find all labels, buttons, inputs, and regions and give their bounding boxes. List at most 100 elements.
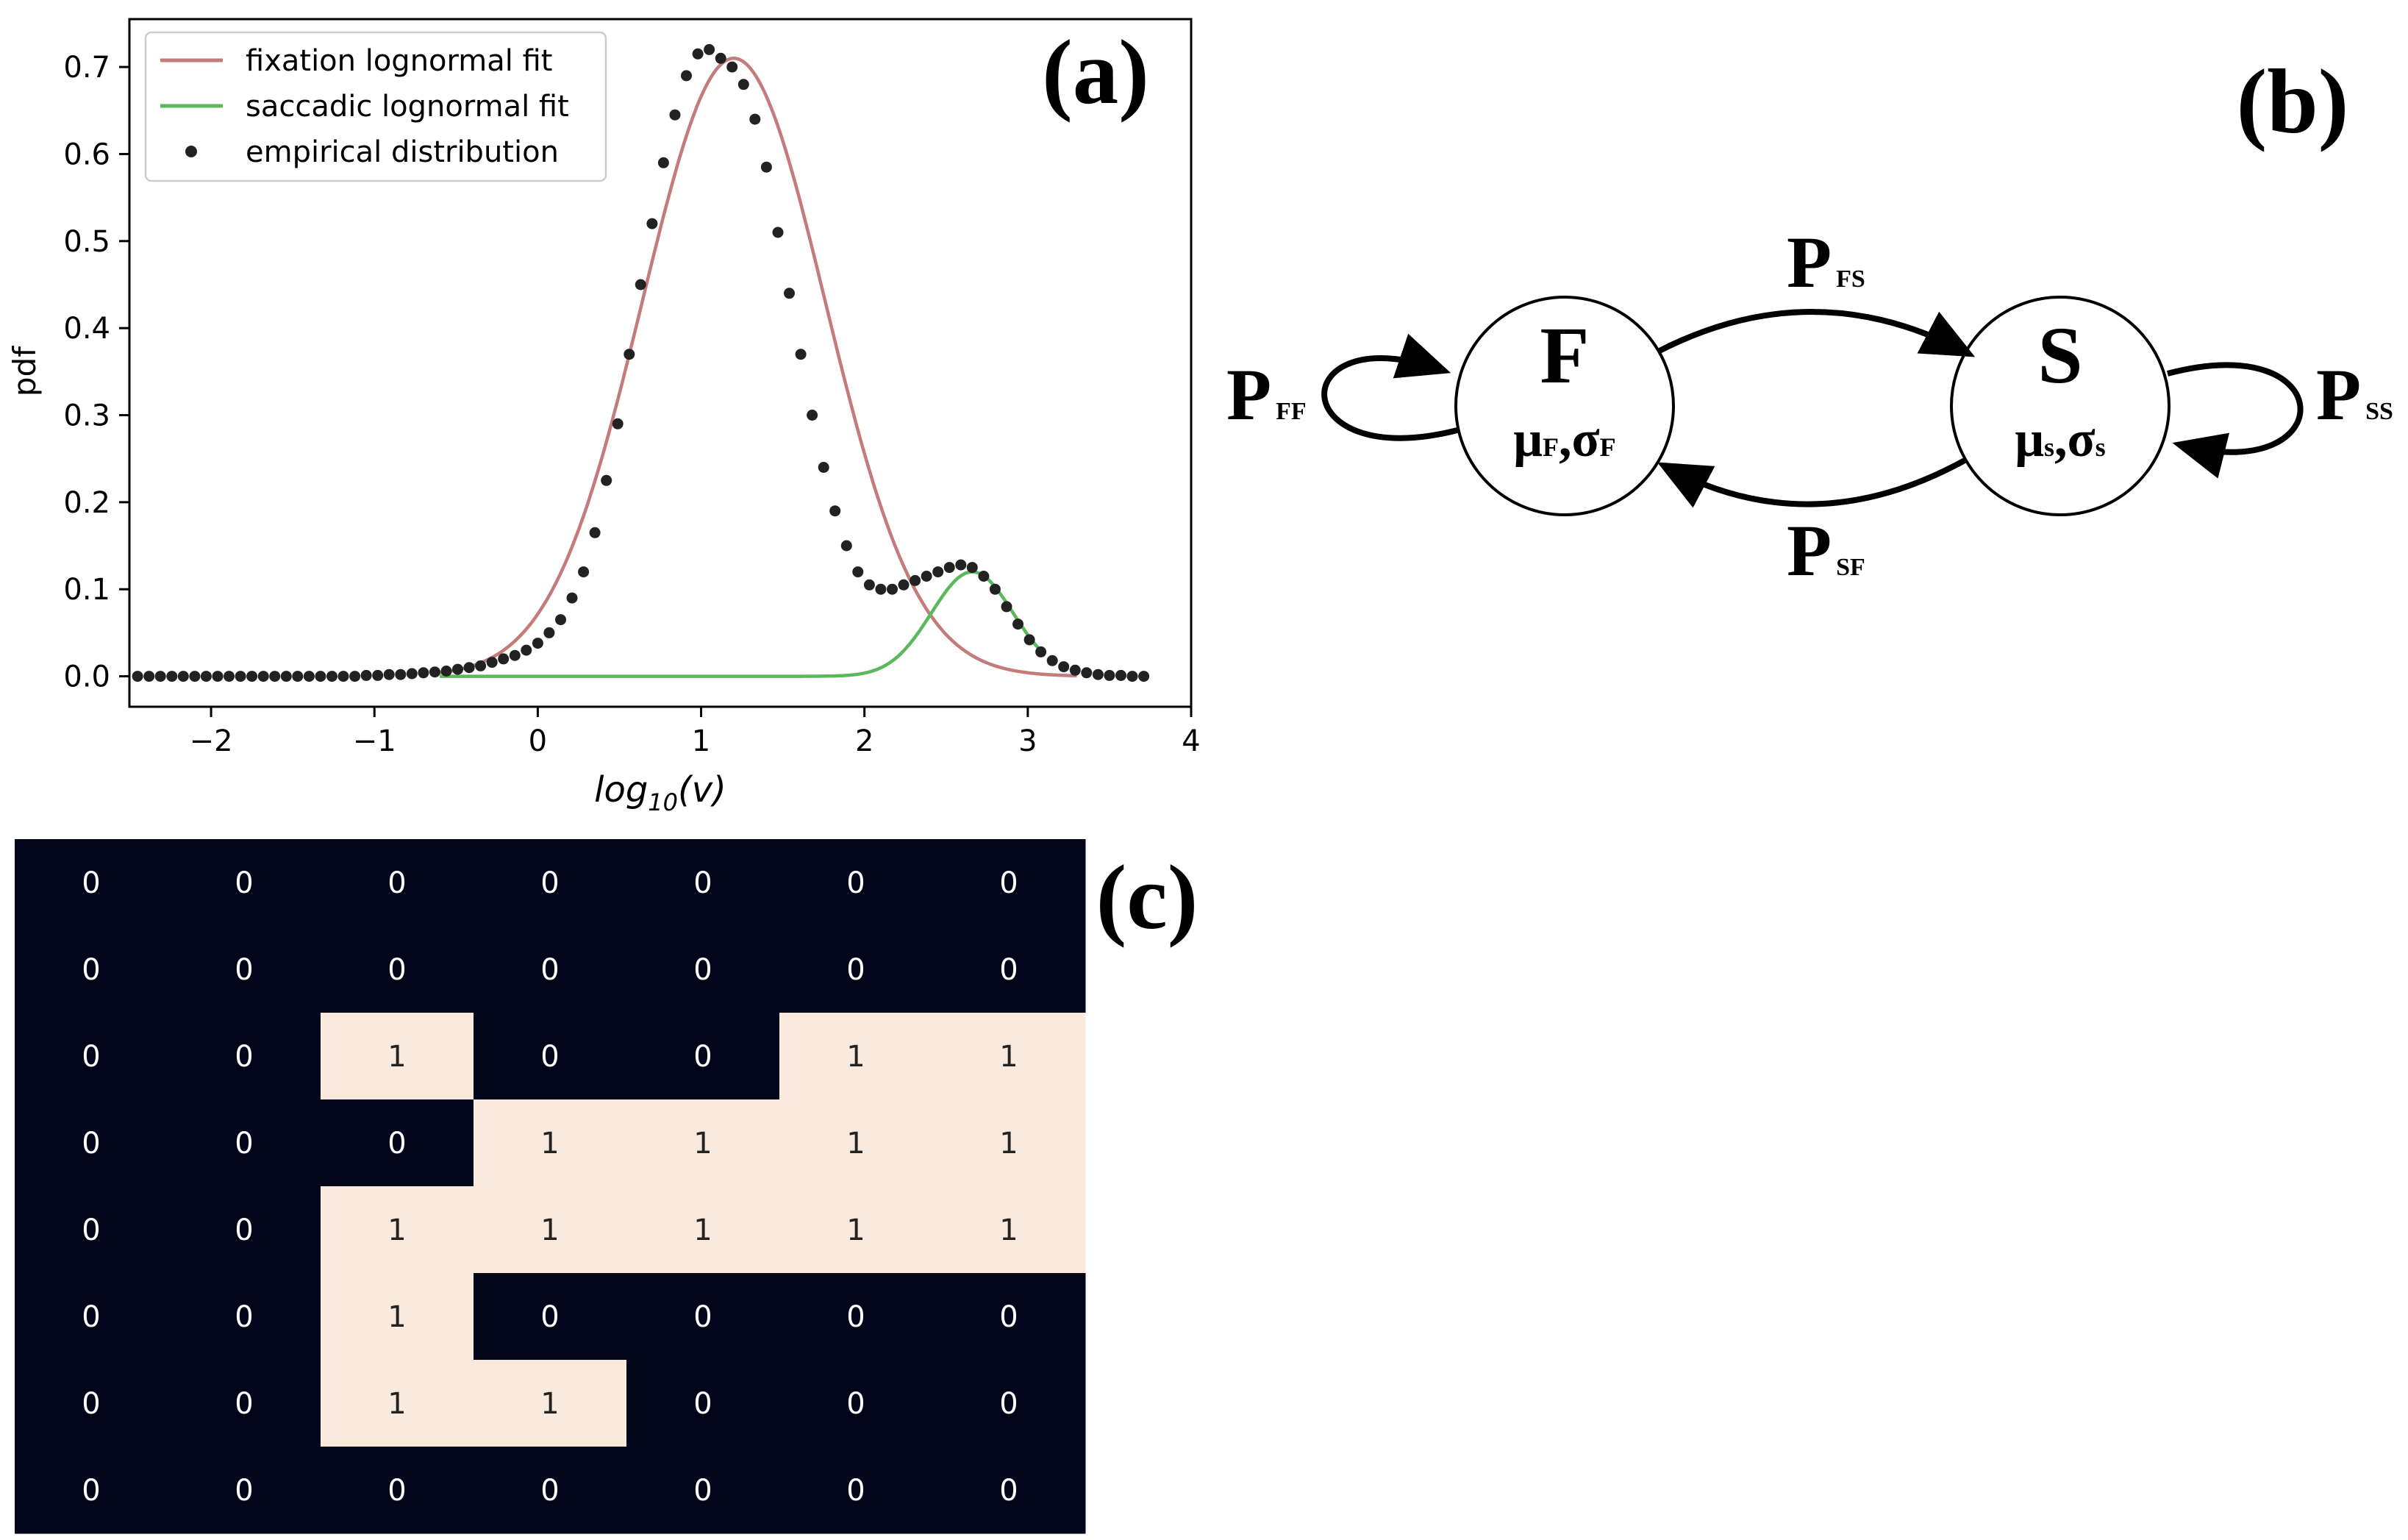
empirical-point xyxy=(509,649,521,661)
empirical-point xyxy=(657,157,669,168)
matrix-cell-value: 1 xyxy=(846,1040,865,1074)
legend-swatch-empirical xyxy=(185,146,197,157)
matrix-cell xyxy=(932,1013,1086,1100)
matrix-cell xyxy=(15,1273,168,1361)
matrix-cell-value: 1 xyxy=(846,1127,865,1161)
empirical-point xyxy=(875,583,887,595)
empirical-point xyxy=(1069,664,1081,676)
empirical-point xyxy=(235,671,246,682)
empirical-point xyxy=(360,669,372,681)
y-tick-label: 0.0 xyxy=(63,660,110,694)
state-s-params: μs,σs xyxy=(2015,411,2105,468)
matrix-cell-value: 0 xyxy=(693,1387,712,1421)
empirical-point xyxy=(1001,601,1012,613)
matrix-cell xyxy=(474,839,627,927)
x-tick-label: −2 xyxy=(190,724,233,758)
matrix-cell-value: 0 xyxy=(846,1387,865,1421)
empirical-point xyxy=(840,540,852,552)
arrow-f-self-loop xyxy=(1321,333,1458,441)
empirical-point xyxy=(601,474,612,486)
empirical-point xyxy=(555,614,566,626)
x-tick-label: 3 xyxy=(1018,724,1037,758)
empirical-point xyxy=(280,671,292,682)
empirical-point xyxy=(224,671,235,682)
empirical-point xyxy=(315,671,326,682)
matrix-cell xyxy=(932,839,1086,927)
matrix-cell-value: 0 xyxy=(235,1300,253,1334)
empirical-point xyxy=(955,559,967,571)
empirical-point xyxy=(978,571,990,582)
matrix-cell xyxy=(168,1447,321,1534)
empirical-point xyxy=(383,669,395,680)
matrix-cell-value: 0 xyxy=(82,1127,100,1161)
arrow-s-self-loop xyxy=(2166,362,2304,479)
empirical-point xyxy=(200,671,212,682)
matrix-cell-value: 0 xyxy=(235,1127,253,1161)
empirical-point xyxy=(326,671,337,682)
matrix-cell-value: 1 xyxy=(387,1387,406,1421)
matrix-cell xyxy=(932,1273,1086,1361)
matrix-cell xyxy=(474,1013,627,1100)
matrix-cell-value: 0 xyxy=(999,866,1018,900)
empirical-point xyxy=(543,627,555,638)
matrix-cell xyxy=(474,1447,627,1534)
empirical-point xyxy=(257,671,269,682)
empirical-point xyxy=(829,505,841,517)
empirical-point xyxy=(440,666,452,677)
empirical-point xyxy=(1035,646,1047,657)
empirical-point xyxy=(612,418,624,429)
matrix-cell xyxy=(474,1099,627,1187)
matrix-cell xyxy=(321,1447,474,1534)
series-line-0 xyxy=(439,57,1077,678)
matrix-cell xyxy=(15,926,168,1013)
matrix-cell xyxy=(168,1186,321,1274)
empirical-point xyxy=(452,663,463,675)
matrix-cell xyxy=(932,1447,1086,1534)
empirical-point xyxy=(726,61,738,73)
empirical-point xyxy=(578,566,590,578)
empirical-point xyxy=(337,671,349,682)
legend-label-fixation: fixation lognormal fit xyxy=(246,44,552,78)
matrix-cell-value: 0 xyxy=(846,1300,865,1334)
empirical-point xyxy=(486,657,498,669)
empirical-point xyxy=(624,349,635,360)
empirical-point xyxy=(521,644,532,656)
x-axis-label: log10(v) xyxy=(594,769,726,816)
matrix-cell-value: 0 xyxy=(846,1474,865,1508)
empirical-point xyxy=(1126,671,1138,682)
matrix-cell-value: 0 xyxy=(387,1127,406,1161)
matrix-cell-value: 1 xyxy=(540,1387,559,1421)
empirical-point xyxy=(989,583,1001,595)
empirical-point xyxy=(737,79,749,90)
matrix-cell xyxy=(168,1013,321,1100)
matrix-cell-value: 1 xyxy=(540,1127,559,1161)
matrix-cell-value: 0 xyxy=(235,866,253,900)
matrix-cell xyxy=(474,1360,627,1447)
empirical-point xyxy=(1104,669,1115,681)
matrix-cell-value: 0 xyxy=(82,866,100,900)
x-tick-label: 1 xyxy=(692,724,710,758)
matrix-cell xyxy=(932,1099,1086,1187)
matrix-cell-value: 1 xyxy=(999,1213,1018,1247)
empirical-point xyxy=(784,288,795,299)
panel-label-b: (b) xyxy=(2237,51,2349,153)
legend: fixation lognormal fit saccadic lognorma… xyxy=(144,31,607,182)
empirical-point xyxy=(1138,671,1150,682)
matrix-cell xyxy=(626,839,780,927)
empirical-point xyxy=(246,671,258,682)
matrix-cell xyxy=(932,926,1086,1013)
x-tick-label: 2 xyxy=(855,724,873,758)
matrix-cell-value: 0 xyxy=(387,953,406,987)
y-tick-label: 0.6 xyxy=(63,138,110,171)
matrix-cell xyxy=(321,1099,474,1187)
matrix-cell xyxy=(474,1186,627,1274)
state-f-params: μF,σF xyxy=(1513,411,1615,468)
matrix-cell-value: 0 xyxy=(235,1474,253,1508)
x-tick-label: 0 xyxy=(529,724,547,758)
matrix-cell xyxy=(168,1099,321,1187)
